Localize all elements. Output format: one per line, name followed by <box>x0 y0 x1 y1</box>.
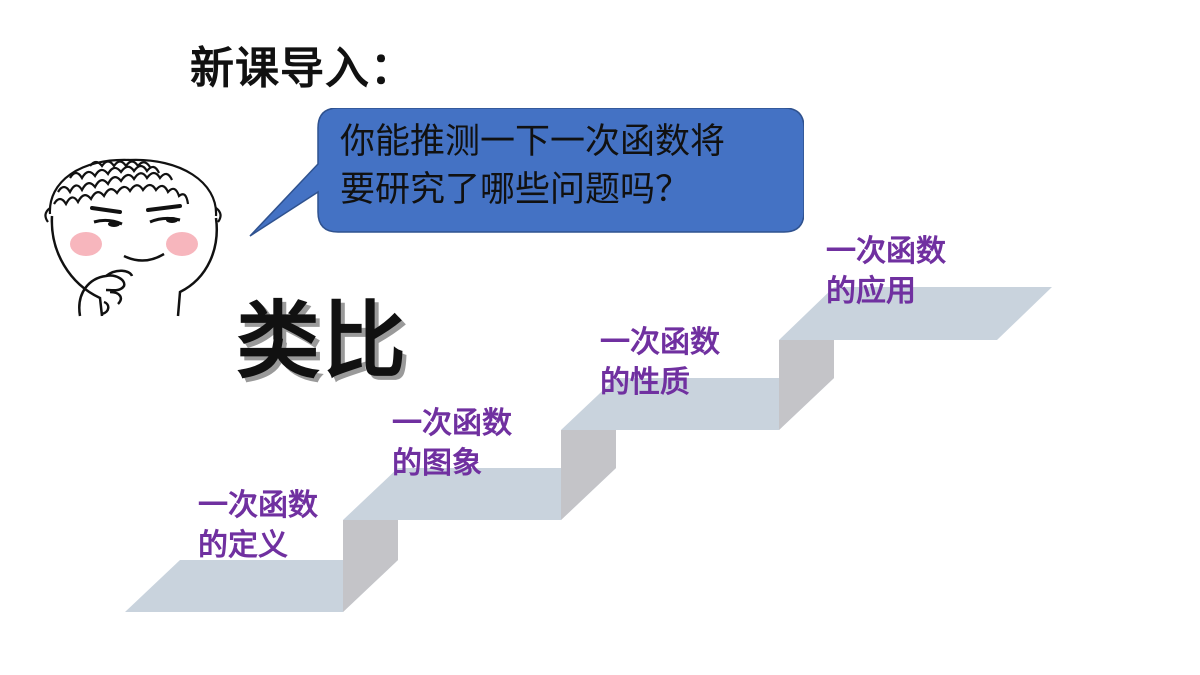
step-4-line-1: 一次函数 <box>826 234 946 269</box>
step-3-riser <box>779 340 834 430</box>
step-4-line-2: 的应用 <box>826 274 916 309</box>
step-1-line-1: 一次函数 <box>198 488 318 523</box>
keyword-analogy: 类比 <box>236 292 409 390</box>
slide-title: 新课导入： <box>190 43 415 94</box>
step-1-line-2: 的定义 <box>198 528 288 563</box>
thinking-face-icon <box>44 158 222 317</box>
step-2-riser <box>561 430 616 520</box>
step-label-graph: 一次函数 的图象 <box>392 404 512 484</box>
step-3-line-2: 的性质 <box>600 365 690 400</box>
bubble-text: 你能推测一下一次函数将 要研究了哪些问题吗？ <box>340 118 790 214</box>
step-2-line-2: 的图象 <box>392 446 482 481</box>
step-4-tread <box>779 287 1052 340</box>
step-label-application: 一次函数 的应用 <box>826 232 946 312</box>
step-1-riser <box>343 520 398 612</box>
step-label-properties: 一次函数 的性质 <box>600 323 720 403</box>
speech-bubble <box>249 108 804 237</box>
step-2-tread <box>343 468 616 520</box>
step-3-tread <box>561 378 834 430</box>
step-3-line-1: 一次函数 <box>600 325 720 360</box>
step-label-definition: 一次函数 的定义 <box>198 486 318 566</box>
step-2-line-1: 一次函数 <box>392 406 512 441</box>
step-1-tread <box>125 560 398 612</box>
bubble-line-1: 你能推测一下一次函数将 <box>340 122 726 162</box>
bubble-line-2: 要研究了哪些问题吗？ <box>340 170 691 210</box>
